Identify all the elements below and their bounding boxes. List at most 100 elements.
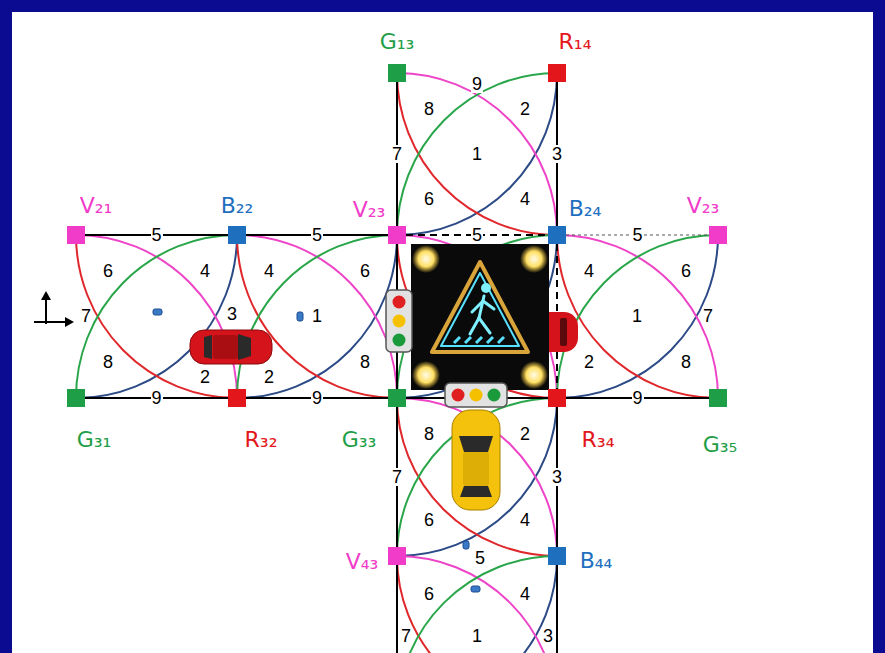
figure-arm: [483, 301, 494, 309]
node-label: V₂₃: [687, 195, 720, 217]
sign-lamp: [520, 245, 548, 273]
magenta-arc: [397, 235, 557, 398]
magenta-arc: [76, 235, 237, 398]
light-housing: [386, 290, 412, 352]
red-arc: [237, 235, 397, 398]
magenta-arc: [397, 398, 557, 556]
node-label: B₂₄: [569, 198, 602, 220]
green-arc: [557, 235, 718, 398]
figure-body: [479, 296, 484, 318]
blue-arc: [397, 235, 557, 398]
crosswalk-stripe: [476, 337, 482, 343]
node-label: R₁₄: [559, 31, 592, 53]
green-arc: [397, 235, 557, 398]
magenta-arc: [397, 556, 557, 653]
signal-node: G₃₃: [388, 389, 406, 407]
edge-number: 9: [311, 389, 323, 407]
signal-node: G₃₁: [67, 389, 85, 407]
edge-number: 7: [391, 145, 403, 163]
region-number: 7: [400, 627, 412, 645]
edge-number: 3: [551, 468, 563, 486]
red-arc: [397, 73, 557, 235]
green-lamp: [393, 334, 406, 347]
blue-arc: [557, 235, 718, 398]
small-marker: [471, 586, 480, 592]
arrow-head: [41, 291, 51, 300]
crosswalk-stripe: [465, 337, 471, 343]
region-number: 2: [583, 353, 595, 371]
blue-arc: [397, 73, 557, 235]
red-arc: [76, 235, 237, 398]
red-lamp: [452, 389, 465, 402]
axis-line: [34, 321, 68, 323]
car-window: [459, 436, 493, 452]
magenta-arc: [397, 73, 557, 235]
figure-leg: [479, 318, 490, 333]
region-number: 6: [359, 262, 371, 280]
region-number: 8: [423, 100, 435, 118]
figure-arm: [472, 301, 483, 312]
figure-leg: [470, 318, 479, 334]
sign-panel: [411, 244, 549, 390]
node-label: R₃₂: [245, 429, 278, 451]
node-label: B₂₂: [221, 195, 254, 217]
sign-triangle: [432, 262, 528, 352]
signal-node: R₃₂: [228, 389, 246, 407]
signal-node: R₃₄: [548, 389, 566, 407]
pedestrian-figure: [470, 296, 494, 334]
node-label: V₄₃: [346, 551, 379, 573]
signal-node: G₃₅: [709, 389, 727, 407]
car-window: [460, 486, 492, 497]
edge-number: 5: [311, 226, 323, 244]
red-arc: [397, 556, 557, 653]
region-number: 4: [519, 585, 531, 603]
region-number: 4: [519, 190, 531, 208]
region-number: 6: [102, 262, 114, 280]
signal-node: B₂₄: [548, 226, 566, 244]
region-number: 9: [471, 75, 483, 93]
axis-arrows: [34, 291, 74, 327]
region-number: 2: [263, 368, 275, 386]
node-label: R₃₄: [582, 429, 615, 451]
green-arc: [76, 235, 237, 398]
car-window: [204, 335, 212, 359]
axis-line: [45, 298, 47, 324]
region-number: 8: [359, 353, 371, 371]
node-label: B₄₄: [580, 550, 613, 572]
blue-arc: [76, 235, 237, 398]
edge-number: 7: [391, 468, 403, 486]
edge-number: 5: [150, 226, 162, 244]
region-number: 3: [226, 305, 238, 323]
region-number: 4: [519, 511, 531, 529]
sign-lamp: [412, 361, 440, 389]
region-number: 8: [102, 353, 114, 371]
crosswalk: [454, 337, 504, 343]
arc-group: [76, 73, 718, 653]
green-lamp: [488, 389, 501, 402]
crosswalk-stripe: [454, 337, 460, 343]
region-number: 6: [423, 190, 435, 208]
magenta-arc: [557, 235, 718, 398]
region-number: 6: [680, 262, 692, 280]
node-label: G₃₁: [77, 429, 112, 451]
signal-node: V₂₃: [709, 226, 727, 244]
pedestrian-sign: [411, 244, 549, 390]
road-line: [556, 565, 558, 653]
green-arc: [397, 556, 557, 653]
region-number: 1: [311, 307, 323, 325]
region-number: 2: [199, 368, 211, 386]
region-number: 7: [702, 307, 714, 325]
node-label: V₂₁: [80, 195, 113, 217]
sign-lamp: [412, 245, 440, 273]
yellow-car: [452, 410, 500, 510]
traffic-light: [445, 383, 507, 407]
yellow-lamp: [470, 389, 483, 402]
edge-number: 5: [631, 226, 643, 244]
arrow-head: [65, 317, 74, 327]
region-number: 7: [80, 307, 92, 325]
magenta-arc: [237, 235, 397, 398]
road-line: [396, 565, 398, 653]
